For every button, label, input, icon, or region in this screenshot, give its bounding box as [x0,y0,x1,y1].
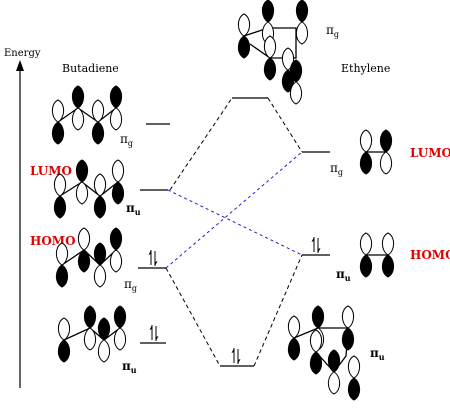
product-pi-u-orbital [287,305,361,401]
butadiene-pi-u-low-symbol: πu [122,359,137,375]
ethylene-lumo-symbol: πg [330,161,343,177]
ethylene-homo-label: HOMO [410,248,450,262]
butadiene-pi-u-electrons [149,324,159,342]
butadiene-lumo-orbital [53,159,125,219]
butadiene-title: Butadiene [62,62,119,75]
butadiene-homo-electrons [148,249,158,267]
butadiene-pi-g-high-symbol: πg [120,132,133,148]
butadiene-homo-orbital [55,227,123,288]
ethylene-lumo-orbital [359,129,393,175]
energy-axis-label: Energy [4,48,41,59]
butadiene-lumo-symbol: πu [126,201,141,217]
product-pi-g-symbol: πg [326,23,339,39]
ethylene-lumo-label: LUMO [410,146,450,160]
ethylene-title: Ethylene [341,62,390,75]
ethylene-homo-symbol: πu [336,267,351,283]
butadiene-pi-u-low-orbital [57,305,127,363]
product-pi-g-orbital [237,0,309,105]
homo-lumo-interaction-lines [165,151,303,269]
product-pi-u-symbol: πu [370,346,385,362]
butadiene-pi-g-high-orbital [51,85,123,145]
butadiene-homo-symbol: πg [124,277,137,293]
ethylene-homo-electrons [311,236,321,254]
energy-axis: Energy [4,48,41,388]
product-pi-u-electrons [231,347,241,365]
butadiene-lumo-label: LUMO [30,164,72,178]
ethylene-homo-orbital [359,232,395,278]
bonding-correlation-lines [165,97,303,367]
butadiene-homo-label: HOMO [30,234,76,248]
